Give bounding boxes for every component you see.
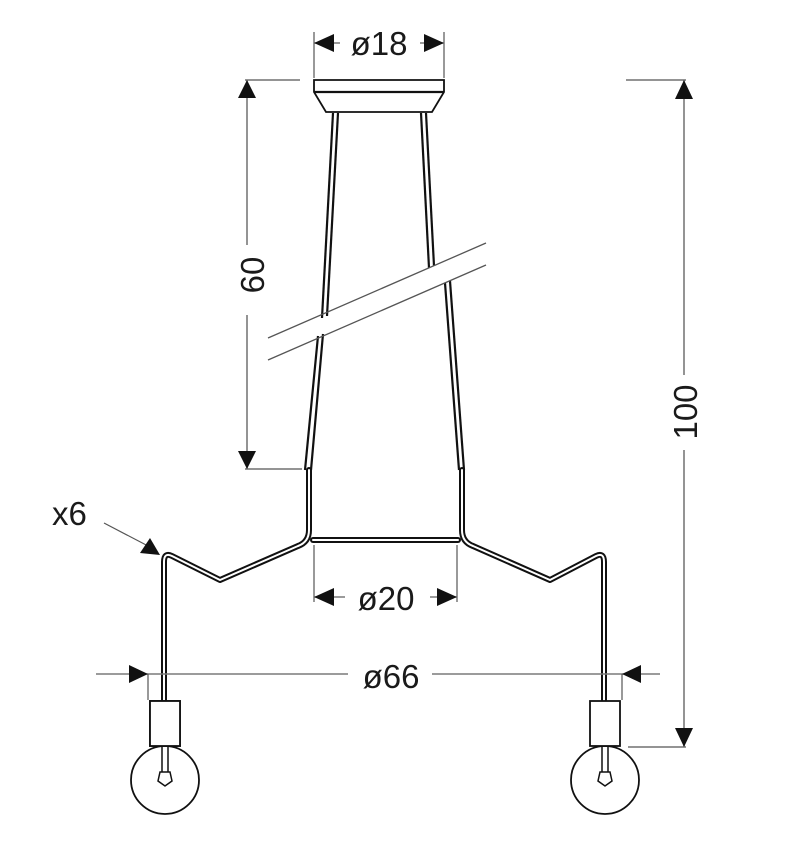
label-suspension-length: 60 xyxy=(234,257,271,294)
arrow-left-icon xyxy=(314,588,334,606)
bulb xyxy=(570,745,640,815)
arrow-pointer-icon xyxy=(140,538,160,555)
arrow-up-icon xyxy=(675,80,693,99)
label-overall-diameter: ø66 xyxy=(363,658,420,695)
arrow-up-icon xyxy=(238,80,256,98)
arrow-right-icon xyxy=(129,665,148,683)
arrow-right-icon xyxy=(437,588,457,606)
dimension-overall-diameter: ø66 xyxy=(96,658,660,700)
lamp-holder xyxy=(589,700,621,747)
lamp-right xyxy=(570,700,640,815)
arrow-down-icon xyxy=(675,728,693,747)
arrow-down-icon xyxy=(238,451,256,469)
arrow-right-icon xyxy=(424,34,444,52)
dimension-total-height: 100 xyxy=(626,79,704,748)
suspension-rods xyxy=(303,112,466,471)
bulb xyxy=(130,745,200,815)
frame xyxy=(161,467,607,703)
break-mark xyxy=(267,242,487,361)
annotation-arm-count: x6 xyxy=(52,495,160,555)
canopy xyxy=(313,79,445,113)
label-canopy-diameter: ø18 xyxy=(351,25,408,62)
arrow-left-icon xyxy=(314,34,334,52)
label-frame-diameter: ø20 xyxy=(358,580,415,617)
dimension-frame-diameter: ø20 xyxy=(313,545,458,617)
arrow-left-icon xyxy=(622,665,641,683)
lamp-left xyxy=(130,700,200,815)
dimension-suspension-length: 60 xyxy=(234,79,302,470)
label-total-height: 100 xyxy=(667,384,704,439)
dimension-canopy-diameter: ø18 xyxy=(313,25,445,78)
label-arm-count: x6 xyxy=(52,495,87,532)
